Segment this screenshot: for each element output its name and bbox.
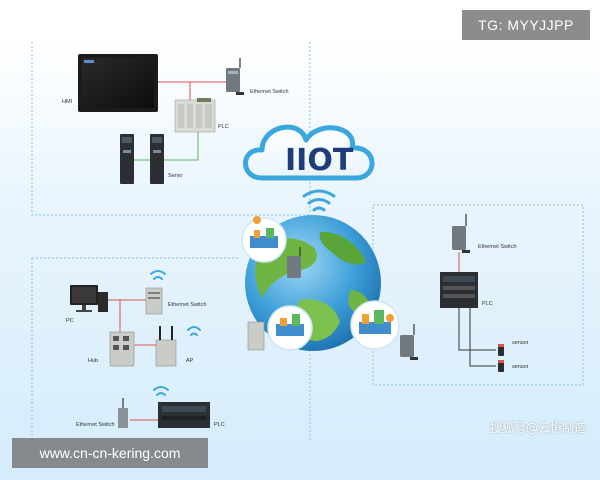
label-plc-top: PLC [218, 124, 229, 130]
factory-badge-3 [350, 300, 400, 350]
ethernet-switch-icon [226, 58, 244, 95]
iiot-cloud [243, 124, 375, 181]
url-watermark: www.cn-cn-kering.com [12, 438, 208, 468]
label-ethernet-switch-right: Ethernet Switch [478, 244, 517, 250]
iiot-label: IIOT [285, 143, 354, 178]
sensor-1-icon [498, 344, 504, 356]
tg-watermark: TG: MYYJJPP [462, 10, 590, 40]
hub-icon [109, 331, 135, 367]
label-ethernet-switch-bl-bottom: Ethernet Switch [76, 422, 115, 428]
label-ethernet-switch-top: Ethernet Switch [250, 89, 289, 95]
hmi-device [78, 54, 158, 112]
wifi-icon-cloud [302, 189, 336, 212]
label-servo: Servo [168, 173, 182, 179]
label-ap: AP [186, 358, 194, 364]
label-plc-right: PLC [482, 301, 493, 307]
label-sensor-2: sensor [512, 364, 529, 370]
sohu-watermark: 搜狐号@云恒制造 [489, 421, 586, 435]
ethernet-switch-icon-bl-bottom [118, 398, 128, 428]
label-hmi: HMI [62, 99, 73, 105]
ethernet-switch-icon-right [452, 214, 470, 253]
label-plc-bottom: PLC [214, 422, 225, 428]
globe-switch-device-2 [400, 324, 418, 360]
factory-badge-1 [241, 216, 287, 263]
servo-drive-2 [150, 134, 164, 184]
plc-right-icon [440, 272, 478, 308]
factory-badge-2 [267, 305, 313, 351]
sensor-2-icon [498, 360, 504, 372]
wifi-icon-top-switch [150, 270, 166, 280]
label-hub: Hub [88, 358, 98, 364]
plc-rack [174, 98, 216, 133]
pc-icon [70, 285, 108, 312]
label-pc: PC [66, 318, 74, 324]
servo-drive-1 [120, 134, 134, 184]
panel-top-left [31, 42, 311, 216]
plc-bottom-icon [158, 402, 210, 428]
globe-switch-device [287, 247, 301, 278]
wifi-icon-plc-bottom [153, 386, 169, 396]
panel-bottom-left [31, 257, 311, 440]
globe-hub-device [247, 321, 265, 351]
label-ethernet-switch-bl-top: Ethernet Switch [168, 302, 207, 308]
label-sensor-1: sensor [512, 340, 529, 346]
ethernet-switch-icon-bl [145, 287, 163, 315]
wifi-icon-ap [187, 326, 201, 336]
ap-icon [155, 326, 177, 367]
